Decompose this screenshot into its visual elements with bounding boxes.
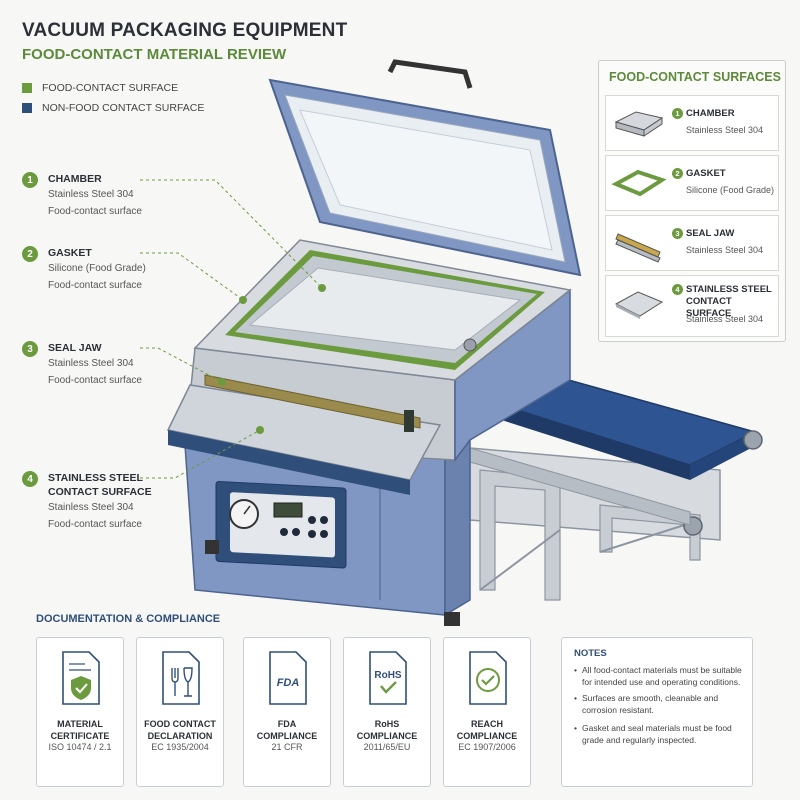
- callout-contact-surface: 4 STAINLESS STEEL CONTACT SURFACE Stainl…: [22, 471, 192, 533]
- lid: [268, 59, 582, 277]
- callout-name: GASKET: [48, 247, 92, 259]
- callout-name: SEAL JAW: [48, 342, 102, 354]
- note-item: Gasket and seal materials must be food g…: [574, 722, 746, 746]
- gasket-thumbnail-icon: [611, 169, 667, 197]
- callout-chamber: 1 CHAMBER Stainless Steel 304 Food-conta…: [22, 172, 192, 220]
- notes-title: NOTES: [574, 648, 607, 659]
- doc-card-material-certificate: MATERIAL CERTIFICATE ISO 10474 / 2.1: [36, 637, 124, 787]
- steel-plate-thumbnail-icon: [614, 291, 664, 319]
- doc-card-standard: EC 1907/2006: [458, 742, 516, 752]
- panel-title: FOOD-CONTACT SURFACES: [609, 70, 781, 84]
- doc-card-label-2: CERTIFICATE: [50, 731, 110, 741]
- panel-item-material: Stainless Steel 304: [686, 125, 764, 135]
- callout-seal-jaw: 3 SEAL JAW Stainless Steel 304 Food-cont…: [22, 341, 192, 389]
- leader-lines: [140, 179, 323, 479]
- doc-card-label: REACH: [470, 719, 503, 729]
- callout-name: STAINLESS STEEL: [48, 472, 143, 484]
- callout-number: 3: [22, 341, 38, 357]
- svg-text:FDA: FDA: [277, 677, 300, 689]
- doc-card-label-2: COMPLIANCE: [256, 731, 318, 741]
- legend-swatch-non-food: [22, 103, 32, 113]
- legend-swatch-food: [22, 83, 32, 93]
- callout-material: Stainless Steel 304: [48, 502, 134, 513]
- doc-card-rohs-compliance: RoHS RoHS COMPLIANCE 2011/65/EU: [343, 637, 431, 787]
- panel-item-material: Stainless Steel 304: [686, 245, 764, 255]
- doc-card-fda-compliance: FDA FDA COMPLIANCE 21 CFR: [243, 637, 331, 787]
- doc-card-label: FOOD CONTACT: [144, 719, 216, 729]
- fork-glass-icon: [162, 651, 200, 705]
- doc-card-standard: 21 CFR: [271, 742, 303, 752]
- note-item: All food-contact materials must be suita…: [574, 664, 746, 688]
- callout-name-2: CONTACT SURFACE: [48, 486, 152, 498]
- legend-label: NON-FOOD CONTACT SURFACE: [42, 102, 205, 114]
- panel-item-material: Stainless Steel 304: [686, 314, 764, 324]
- callout-note: Food-contact surface: [48, 375, 142, 386]
- legend-food-contact: FOOD-CONTACT SURFACE: [22, 82, 178, 94]
- callout-material: Stainless Steel 304: [48, 189, 134, 200]
- callout-gasket: 2 GASKET Silicone (Food Grade) Food-cont…: [22, 246, 192, 294]
- doc-card-standard: ISO 10474 / 2.1: [48, 742, 112, 752]
- vacuum-packaging-machine-illustration: [140, 59, 763, 626]
- doc-card-label: MATERIAL: [57, 719, 103, 729]
- doc-card-label-2: COMPLIANCE: [456, 731, 518, 741]
- chamber-top: [193, 239, 572, 381]
- callout-note: Food-contact surface: [48, 206, 142, 217]
- chamber-thumbnail-icon: [614, 111, 664, 137]
- doc-card-standard: 2011/65/EU: [363, 742, 411, 752]
- callout-note: Food-contact surface: [48, 280, 142, 291]
- callout-material: Stainless Steel 304: [48, 358, 134, 369]
- marker-gasket: [239, 296, 247, 304]
- callout-number: 4: [22, 471, 38, 487]
- documentation-title: DOCUMENTATION & COMPLIANCE: [36, 613, 221, 625]
- fda-document-icon: FDA: [269, 651, 307, 705]
- page-title: VACUUM PACKAGING EQUIPMENT: [22, 20, 348, 41]
- doc-card-label-2: DECLARATION: [147, 731, 213, 741]
- doc-card-label-2: COMPLIANCE: [356, 731, 418, 741]
- page-subtitle: FOOD-CONTACT MATERIAL REVIEW: [22, 46, 287, 63]
- callout-number: 2: [22, 246, 38, 262]
- callout-name: CHAMBER: [48, 173, 102, 185]
- check-circle-document-icon: [469, 651, 507, 705]
- doc-card-reach-compliance: REACH COMPLIANCE EC 1907/2006: [443, 637, 531, 787]
- seal-jaw-thumbnail-icon: [615, 233, 661, 263]
- marker-seal-jaw: [218, 378, 226, 386]
- doc-card-food-contact-declaration: FOOD CONTACT DECLARATION EC 1935/2004: [136, 637, 224, 787]
- callout-material: Silicone (Food Grade): [48, 263, 146, 274]
- certificate-shield-icon: [62, 651, 100, 705]
- doc-card-label: RoHS: [374, 719, 400, 729]
- rohs-check-icon: RoHS: [369, 651, 407, 705]
- callout-note: Food-contact surface: [48, 519, 142, 530]
- panel-item-material: Silicone (Food Grade): [686, 185, 775, 195]
- svg-text:RoHS: RoHS: [374, 670, 402, 681]
- marker-chamber: [318, 284, 326, 292]
- callout-number: 1: [22, 172, 38, 188]
- legend-label: FOOD-CONTACT SURFACE: [42, 82, 179, 94]
- doc-card-label: FDA: [277, 719, 297, 729]
- doc-card-standard: EC 1935/2004: [151, 742, 209, 752]
- notes-panel: NOTES All food-contact materials must be…: [561, 637, 753, 787]
- note-item: Surfaces are smooth, cleanable and corro…: [574, 692, 746, 716]
- legend-non-food-contact: NON-FOOD CONTACT SURFACE: [22, 102, 204, 114]
- front-tray: [166, 374, 442, 495]
- marker-contact-surface: [256, 426, 264, 434]
